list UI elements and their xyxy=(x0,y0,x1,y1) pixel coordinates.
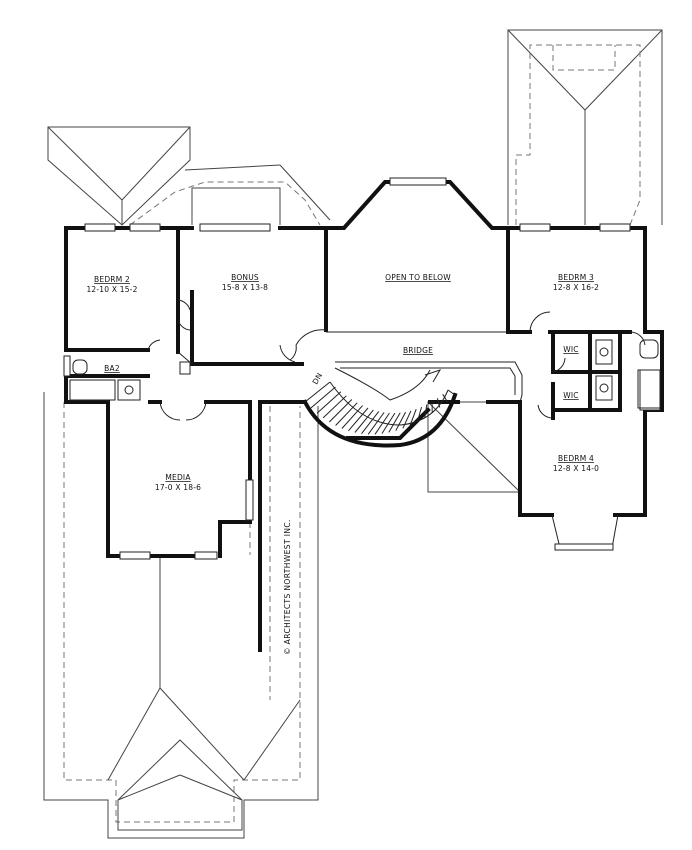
stair-tread xyxy=(374,412,390,435)
stair-tread xyxy=(322,395,347,419)
room-name-bridge: BRIDGE xyxy=(403,346,433,355)
stair-tread xyxy=(354,409,374,433)
stair-tread xyxy=(381,412,396,434)
stair-tread xyxy=(335,402,358,426)
roof-lines xyxy=(43,29,663,839)
room-name-wic-upper: WIC xyxy=(563,345,578,354)
room-name-ba2: BA2 xyxy=(104,364,120,373)
stair-tread xyxy=(316,391,342,414)
room-name-bedrm2: BEDRM 2 xyxy=(94,275,130,284)
stair-tread xyxy=(361,411,380,435)
stair-tread xyxy=(388,412,401,433)
room-name-open-to-below: OPEN TO BELOW xyxy=(385,273,451,282)
room-dims-bedrm4: 12-8 X 14-0 xyxy=(553,464,599,473)
stair-tread xyxy=(447,389,456,396)
stair-tread xyxy=(442,394,448,402)
room-dims-bedrm2: 12-10 X 15-2 xyxy=(86,285,137,294)
room-labels: BEDRM 2 12-10 X 15-2 BONUS 15-8 X 13-8 O… xyxy=(86,273,599,492)
stair-tread xyxy=(310,386,336,409)
room-name-bedrm4: BEDRM 4 xyxy=(558,454,594,463)
stair-tread xyxy=(395,411,407,431)
fixtures xyxy=(69,299,661,421)
stair-tread xyxy=(348,407,369,432)
room-name-media: MEDIA xyxy=(165,473,191,482)
stair-tread xyxy=(416,406,422,422)
stair-tread xyxy=(367,412,385,435)
room-name-wic-lower: WIC xyxy=(563,391,578,400)
curved-stair: DN xyxy=(302,367,458,448)
stair-direction-label: DN xyxy=(311,371,325,386)
room-dims-bedrm3: 12-8 X 16-2 xyxy=(553,283,599,292)
room-dims-media: 17-0 X 18-6 xyxy=(155,483,201,492)
room-name-bonus: BONUS xyxy=(231,273,259,282)
stair-tread xyxy=(409,409,417,426)
copyright-text: © ARCHITECTS NORTHWEST INC. xyxy=(283,519,292,655)
stair-tread xyxy=(341,405,363,429)
room-name-bedrm3: BEDRM 3 xyxy=(558,273,594,282)
stair-tread xyxy=(304,381,331,403)
stair-tread xyxy=(328,399,353,423)
stair-tread xyxy=(402,410,412,429)
walls xyxy=(64,180,664,652)
room-dims-bonus: 15-8 X 13-8 xyxy=(222,283,268,292)
stair-tread xyxy=(424,404,428,418)
stair-tread xyxy=(436,398,441,408)
